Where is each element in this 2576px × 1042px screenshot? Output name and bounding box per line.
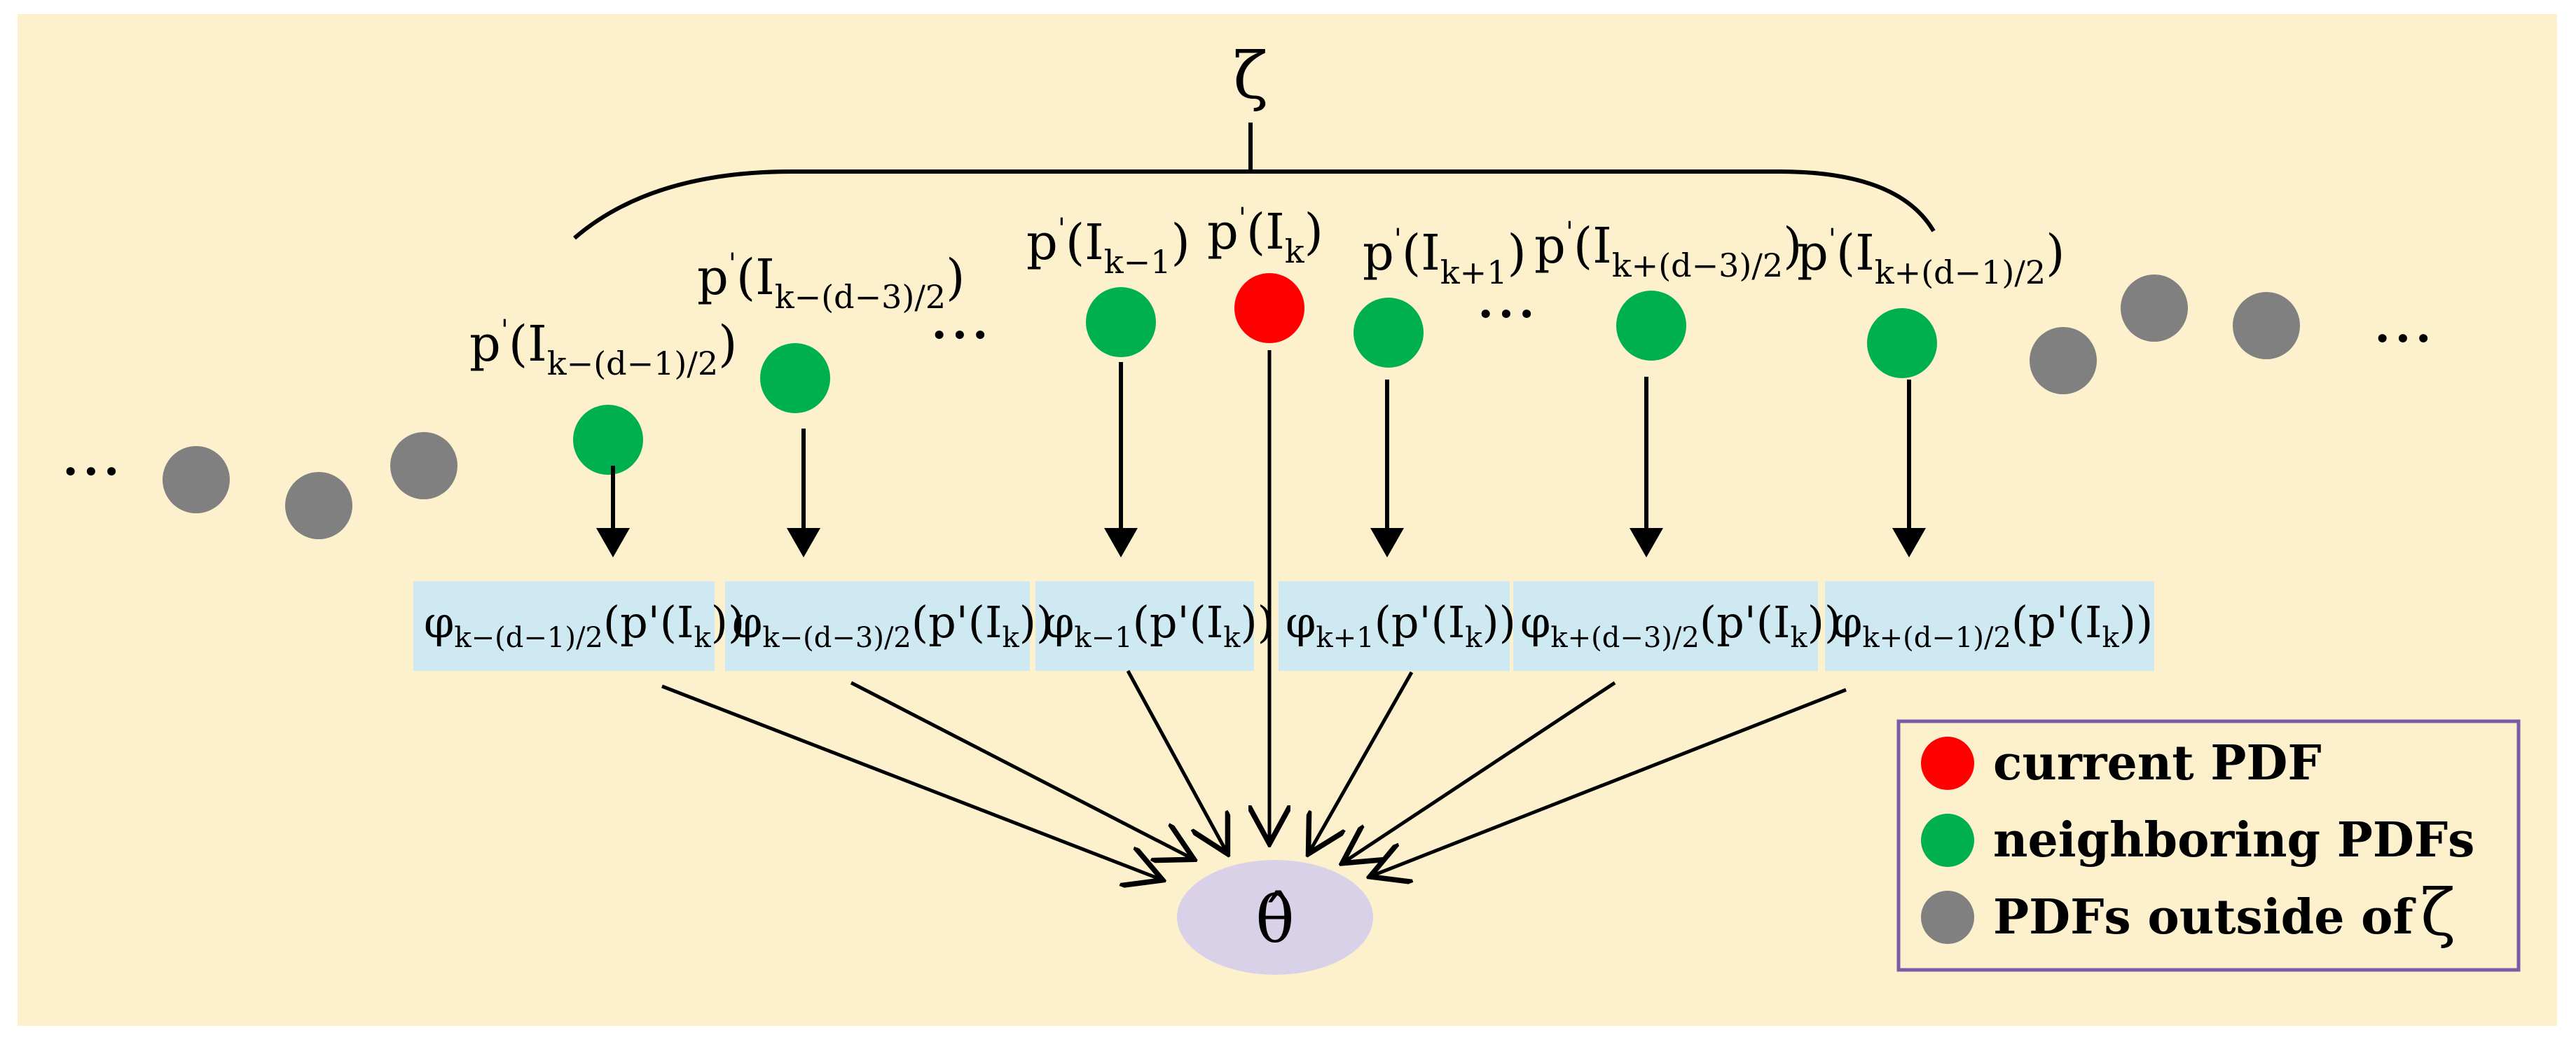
function-to-output-arrow	[1310, 671, 1414, 851]
legend-outside-label: PDFs outside of	[1993, 889, 2416, 945]
legend-box	[1896, 719, 2521, 972]
ellipsis-left: ···	[60, 434, 122, 509]
neighbor-node	[573, 405, 643, 475]
neighbor-node	[1616, 291, 1686, 361]
ellipsis-mid-right: ···	[1475, 277, 1537, 352]
legend-neighbor-label: neighboring PDFs	[1993, 812, 2474, 868]
function-box	[413, 581, 715, 671]
neighbor-node	[760, 343, 830, 413]
function-box	[1825, 581, 2154, 671]
outside-node	[390, 432, 457, 499]
function-to-output-arrow	[661, 684, 1159, 879]
function-to-output-arrow	[1126, 669, 1226, 851]
outside-node	[2233, 292, 2300, 359]
legend-current-marker	[1921, 737, 1974, 790]
outside-node	[163, 446, 230, 513]
legend-neighbor-marker	[1921, 814, 1974, 867]
function-box	[1279, 581, 1510, 671]
output-label: θ̂	[1255, 882, 1294, 957]
output-node	[1177, 860, 1373, 975]
zeta-brace	[573, 123, 1936, 240]
outside-node	[2121, 275, 2188, 342]
legend-outside-marker	[1921, 891, 1974, 944]
ellipsis-mid-left: ···	[929, 298, 991, 373]
function-box	[725, 581, 1030, 671]
legend-outside-symbol: ζ	[2420, 875, 2456, 950]
ellipsis-right: ···	[2372, 301, 2434, 376]
neighbor-node	[1086, 287, 1156, 357]
outside-node	[285, 472, 352, 539]
function-label: φk−(d−3)/2(p'(Ik))	[732, 597, 1053, 654]
legend-current-label: current PDF	[1993, 735, 2322, 791]
neighbor-node	[1867, 308, 1937, 378]
brace-label: ζ	[1233, 39, 1268, 113]
function-label: φk−(d−1)/2(p'(Ik))	[424, 597, 745, 654]
function-to-output-arrow	[850, 681, 1191, 858]
neighbor-node	[1354, 298, 1424, 368]
function-box	[1035, 581, 1254, 671]
outside-node	[2030, 327, 2097, 394]
node-label: p'(Ik)	[1207, 202, 1323, 270]
function-to-output-arrow	[1345, 681, 1616, 861]
function-to-output-arrow	[1373, 688, 1847, 875]
current-node	[1234, 273, 1304, 343]
node-label: p'(Ik+(d−3)/2)	[1534, 216, 1802, 284]
function-box	[1513, 581, 1818, 671]
